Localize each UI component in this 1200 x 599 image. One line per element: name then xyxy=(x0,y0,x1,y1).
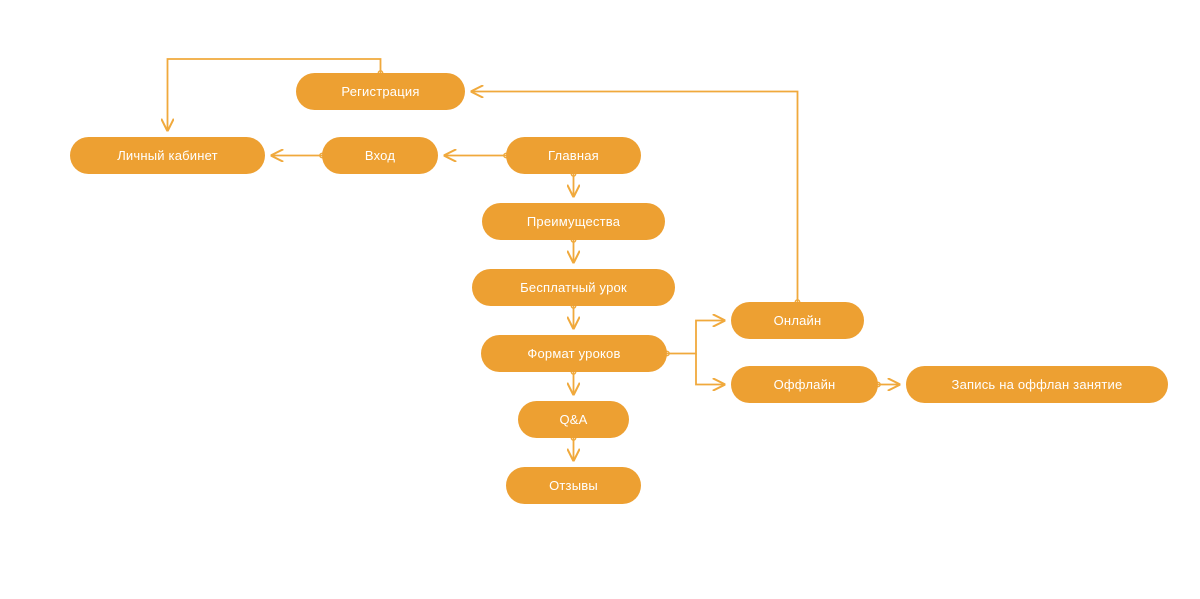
edge-main-to-advantages xyxy=(571,171,575,196)
edge-offline-to-offline-signup xyxy=(875,382,899,386)
edge-qa-to-reviews xyxy=(571,435,575,460)
node-registration-label: Регистрация xyxy=(341,84,420,99)
node-advantages-label: Преимущества xyxy=(526,214,621,229)
edge-login-to-personal-account xyxy=(272,153,325,157)
node-registration[interactable]: Регистрация xyxy=(296,73,465,110)
edge-lesson-format-to-qa xyxy=(571,369,575,394)
node-main-label: Главная xyxy=(548,148,599,163)
node-offline-signup-label: Запись на оффлан занятие xyxy=(951,377,1123,392)
edge-main-to-login xyxy=(445,153,509,157)
node-reviews[interactable]: Отзывы xyxy=(506,467,641,504)
node-offline-signup[interactable]: Запись на оффлан занятие xyxy=(906,366,1168,403)
node-offline[interactable]: Оффлайн xyxy=(731,366,878,403)
node-lesson-format[interactable]: Формат уроков xyxy=(481,335,667,372)
node-login[interactable]: Вход xyxy=(322,137,438,174)
node-advantages[interactable]: Преимущества xyxy=(482,203,665,240)
node-personal-account-label: Личный кабинет xyxy=(117,148,218,163)
node-qa[interactable]: Q&A xyxy=(518,401,629,438)
node-qa-label: Q&A xyxy=(559,412,588,427)
node-free-lesson-label: Бесплатный урок xyxy=(520,280,627,295)
node-lesson-format-label: Формат уроков xyxy=(527,346,621,361)
node-personal-account[interactable]: Личный кабинет xyxy=(70,137,265,174)
edge-free-lesson-to-lesson-format xyxy=(571,303,575,328)
edge-lesson-format-to-online xyxy=(664,321,724,357)
edge-advantages-to-free-lesson xyxy=(571,237,575,262)
node-online-label: Онлайн xyxy=(773,313,822,328)
node-main[interactable]: Главная xyxy=(506,137,641,174)
edge-lesson-format-to-offline xyxy=(695,353,724,385)
node-online[interactable]: Онлайн xyxy=(731,302,864,339)
node-reviews-label: Отзывы xyxy=(549,478,598,493)
node-free-lesson[interactable]: Бесплатный урок xyxy=(472,269,675,306)
node-offline-label: Оффлайн xyxy=(773,377,836,392)
node-login-label: Вход xyxy=(364,148,396,163)
